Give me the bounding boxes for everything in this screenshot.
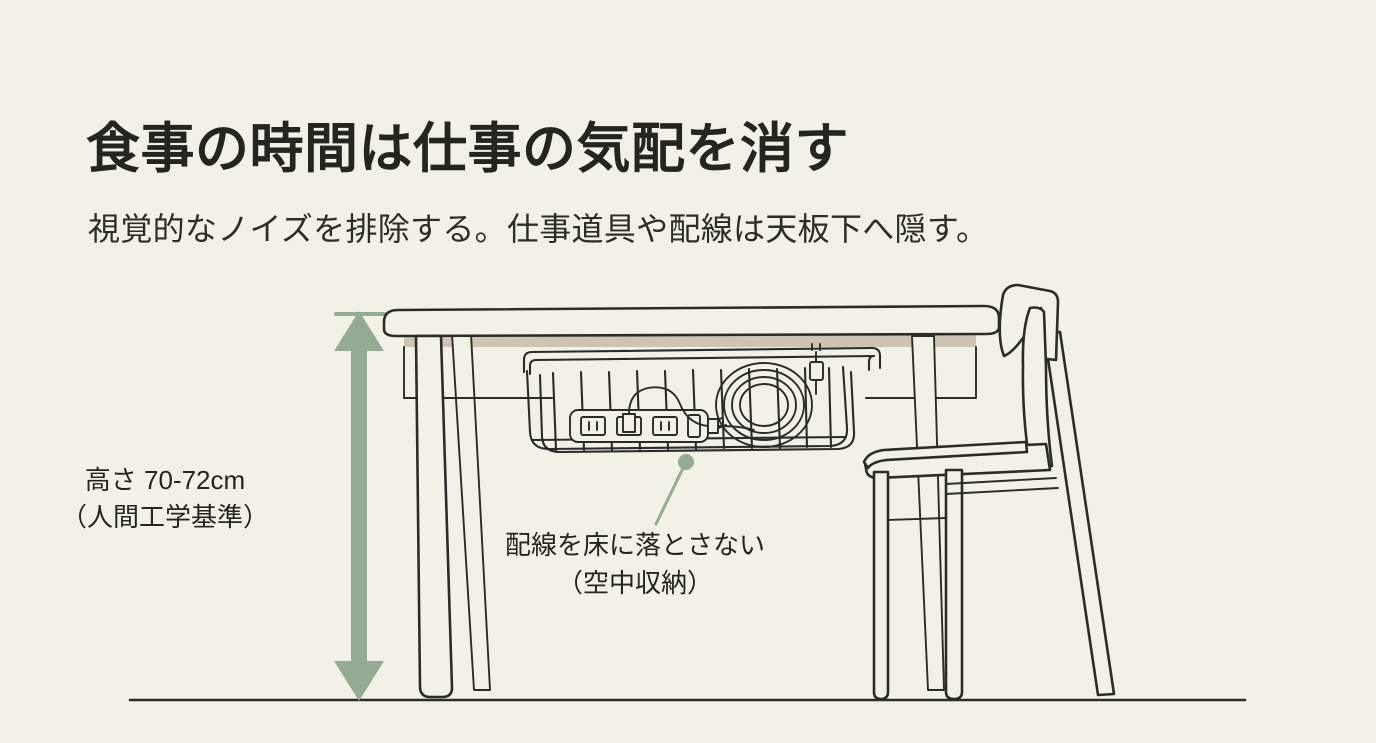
table	[382, 304, 1001, 699]
height-annotation-line1: 高さ 70-72cm	[84, 465, 246, 495]
cable-connector	[809, 343, 824, 395]
table-leg-right	[911, 335, 945, 691]
power-strip	[569, 386, 755, 443]
table-leg-front	[414, 334, 454, 699]
cable-callout-annotation: 配線を床に落とさない （空中収納）	[420, 527, 850, 602]
callout-leader-line	[654, 454, 694, 526]
cable-callout-line1: 配線を床に落とさない	[504, 530, 765, 560]
coiled-cable	[609, 362, 813, 448]
height-annotation-line2: （人間工学基準）	[60, 501, 269, 532]
table-leg-rear	[451, 333, 491, 691]
cable-callout-line2: （空中収納）	[556, 567, 713, 598]
height-dimension-arrow	[334, 311, 386, 701]
page-subtitle: 視覚的なノイズを排除する。仕事道具や配線は天板下へ隠す。	[88, 211, 989, 247]
table-top	[382, 304, 1001, 338]
chair	[862, 283, 1116, 701]
table-apron	[403, 346, 977, 399]
wire-basket	[522, 346, 882, 454]
height-annotation: 高さ 70-72cm （人間工学基準）	[0, 462, 330, 536]
page-title: 食事の時間は仕事の気配を消す	[86, 119, 849, 180]
